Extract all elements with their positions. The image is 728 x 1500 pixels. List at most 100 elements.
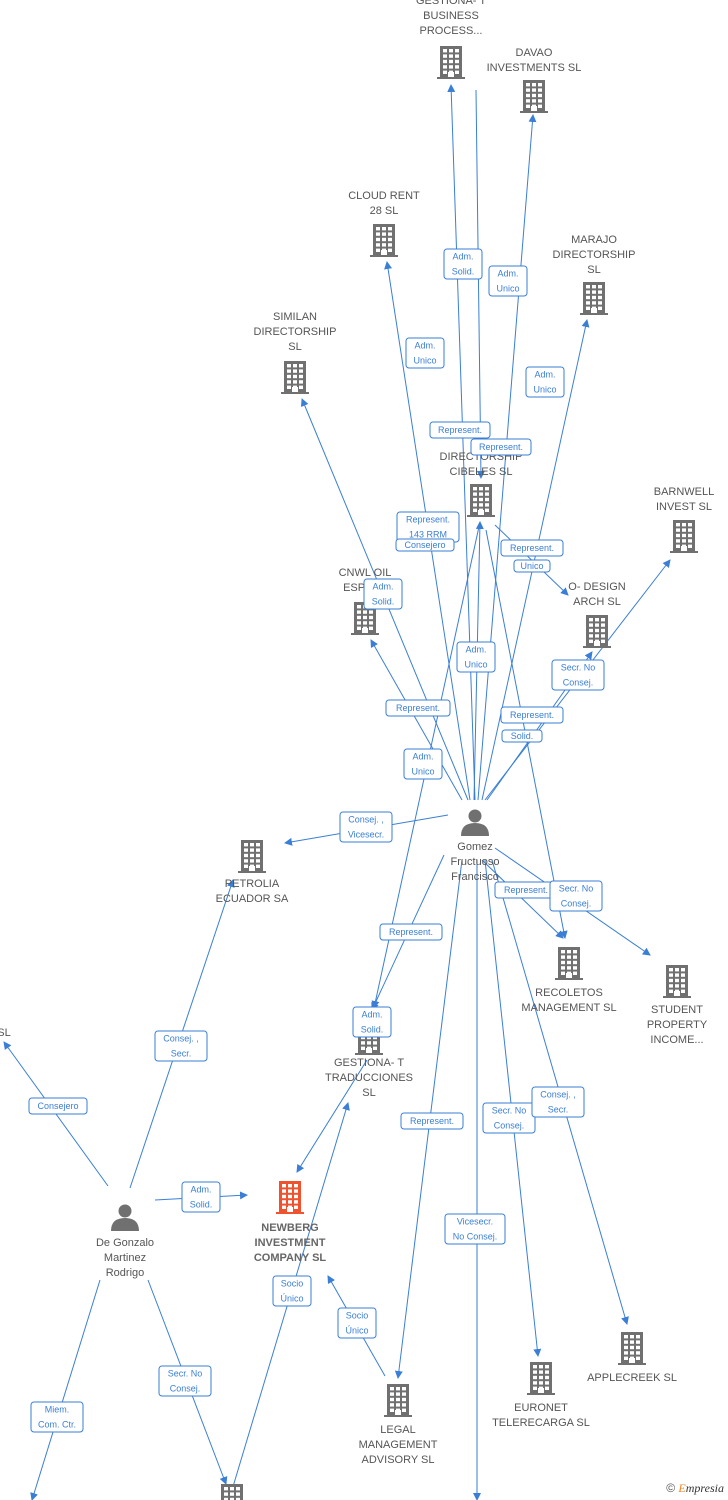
edge-label-text: Secr. [548,1105,569,1115]
node-label: Gomez [457,841,492,853]
edge-label-l6: Represent. [470,438,532,456]
edge-label-text: Adm. [412,752,433,762]
edge-label-text: Represent. [438,425,482,435]
node-label: CNWL OIL [339,567,392,579]
node-student[interactable]: STUDENTPROPERTYINCOME... [647,965,708,1046]
brand-initial: E [678,1481,686,1495]
building-icon [467,484,495,517]
node-label: DAVAO [516,47,553,59]
building-icon [437,46,465,79]
edge-label-text: Consej. , [163,1034,199,1044]
node-label: MARAJO [571,234,617,246]
edge-label-l18: Represent. [379,923,443,941]
edge-label-text: Adm. [534,370,555,380]
node-leftsl[interactable]: SL [0,1027,11,1039]
edge-label-text: Único [345,1326,368,1336]
node-label: GESTIONA- T [416,0,486,7]
edge-label-text: Represent. [389,927,433,937]
edge-label-text: Represent. [396,703,440,713]
relation-edge [475,89,485,479]
edge-label-text: Unico [496,284,519,294]
edge-label-text: Consej. [563,678,594,688]
node-label: ECUADOR SA [216,893,289,905]
edge-label-l9: Adm.Solid. [363,578,403,610]
edge-label-text: Secr. No [492,1106,527,1116]
building-icon [281,361,309,394]
building-icon [670,520,698,553]
node-label: SL [288,341,301,353]
node-label: O- DESIGN [568,581,626,593]
node-label: PROPERTY [647,1019,708,1031]
node-label: TELERECARGA SL [492,1417,590,1429]
building-icon [351,602,379,635]
node-label: EURONET [514,1402,568,1414]
node-label: RECOLETOS [535,987,603,999]
node-petrolia[interactable]: PETROLIA ECUADOR SA [216,840,289,905]
edge-label-text: Miem. [45,1405,70,1415]
edge-label-l10: Adm.Unico [456,641,496,673]
node-label: Fructuoso [451,856,500,868]
building-icon [221,1484,243,1500]
edge-label-l22: Represent. [400,1112,464,1130]
edge-label-text: Consej. [561,899,592,909]
edge-label-text: Represent. [504,885,548,895]
person-icon [461,809,489,836]
node-bottom[interactable] [218,1484,246,1500]
edge-label-l25: Adm.Solid. [181,1181,221,1213]
node-label: SL [362,1087,375,1099]
edge-label-text: Socio [281,1279,304,1289]
node-label: INCOME... [650,1034,703,1046]
relation-edge [370,639,463,801]
edge-label-text: Secr. No [168,1369,203,1379]
edge-label-l13: Represent. [500,706,564,724]
edge-label-l8b: Unico [513,559,551,573]
node-euronet[interactable]: EURONET TELERECARGA SL [492,1362,590,1429]
edge-label-l7: Represent. 143 RRM [396,511,460,543]
edge-label-text: Vicesecr. [348,830,384,840]
node-label: SIMILAN [273,311,317,323]
building-icon [384,1384,412,1417]
edge-label-text: 143 RRM [409,530,447,540]
edge-label-text: Adm. [465,645,486,655]
edge-label-text: Unico [520,561,543,571]
edge-label-text: Secr. [171,1049,192,1059]
edges-layer [3,84,671,1500]
building-icon [238,840,266,873]
node-label: BARNWELL [654,486,715,498]
edge-label-text: Solid. [190,1200,213,1210]
node-label: PETROLIA [225,878,280,890]
building-icon [527,1362,555,1395]
edge-label-text: Represent. [510,710,554,720]
edge-label-text: Represent. [479,442,523,452]
node-label: 28 SL [370,205,399,217]
node-label: BUSINESS [423,10,479,22]
edge-label-text: No Consej. [453,1232,498,1242]
node-label: PROCESS... [420,25,483,37]
node-gestiona_bp[interactable]: GESTIONA- T BUSINESS PROCESS... [416,0,486,79]
node-applecreek[interactable]: APPLECREEK SL [587,1332,677,1384]
node-label: INVESTMENT [255,1237,326,1249]
edge-label-l4: Adm.Unico [525,366,565,398]
node-label: GESTIONA- T [334,1057,404,1069]
edge-label-text: Adm. [414,341,435,351]
edge-label-text: Represent. [406,515,450,525]
edge-label-l26: Vicesecr.No Consej. [444,1213,506,1245]
node-label: Martinez [104,1252,146,1264]
building-icon [580,282,608,315]
